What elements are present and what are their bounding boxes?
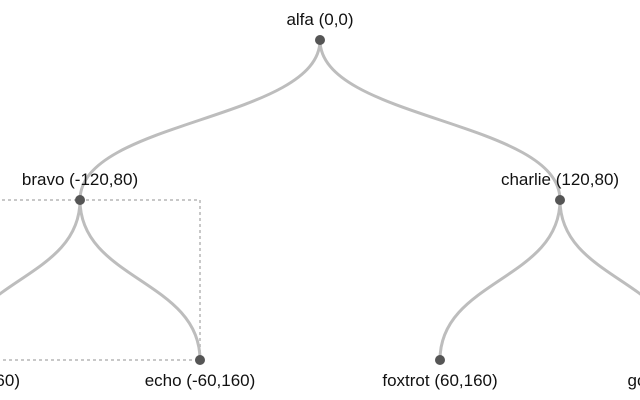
node-label-echo: echo (-60,160) — [145, 371, 256, 390]
tree-node-foxtrot[interactable]: foxtrot (60,160) — [382, 355, 498, 390]
node-dot-alfa[interactable] — [315, 35, 325, 45]
tree-node-charlie[interactable]: charlie (120,80) — [501, 170, 619, 205]
node-dot-charlie[interactable] — [555, 195, 565, 205]
tree-node-alfa[interactable]: alfa (0,0) — [286, 10, 354, 45]
node-dot-foxtrot[interactable] — [435, 355, 445, 365]
tree-node-echo[interactable]: echo (-60,160) — [145, 355, 256, 390]
tree-node-golf[interactable]: golf (180,160) — [628, 355, 640, 390]
edge-bravo-echo — [78, 199, 202, 361]
edge-alfa-charlie — [318, 39, 562, 201]
edge-charlie-golf — [558, 199, 640, 296]
node-label-foxtrot: foxtrot (60,160) — [382, 371, 497, 390]
tree-node-delta[interactable]: delta (-180,160) — [0, 355, 20, 390]
edge-bravo-delta — [0, 199, 82, 296]
node-label-alfa: alfa (0,0) — [286, 10, 353, 29]
node-label-delta: delta (-180,160) — [0, 371, 20, 390]
node-label-bravo: bravo (-120,80) — [22, 170, 138, 189]
tree-nodes: alfa (0,0) bravo (-120,80) charlie (120,… — [0, 10, 640, 390]
node-dot-echo[interactable] — [195, 355, 205, 365]
tree-node-bravo[interactable]: bravo (-120,80) — [22, 170, 138, 205]
node-label-golf: golf (180,160) — [628, 371, 640, 390]
edge-charlie-foxtrot — [438, 199, 562, 361]
highlight-box-layer — [0, 199, 201, 361]
node-dot-bravo[interactable] — [75, 195, 85, 205]
edge-alfa-bravo — [78, 39, 322, 201]
tree-links — [0, 39, 640, 361]
subtree-highlight-box — [0, 199, 201, 361]
node-label-charlie: charlie (120,80) — [501, 170, 619, 189]
